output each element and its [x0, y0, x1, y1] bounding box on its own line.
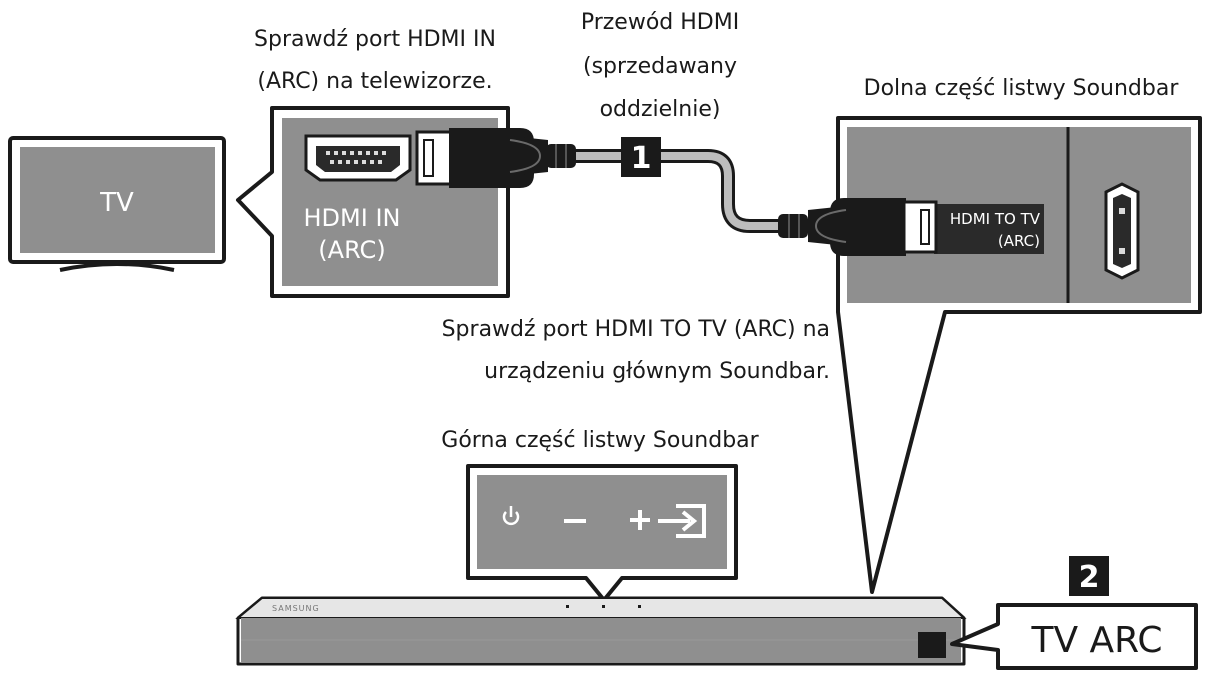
- source-input-icon: [658, 504, 706, 538]
- check-tv-port-label-line2: (ARC) na telewizorze.: [257, 69, 493, 94]
- hdmi-cable: [575, 149, 790, 233]
- hdmi-plug-left-icon: [415, 128, 576, 188]
- tv-port-label-line2: (ARC): [318, 236, 385, 264]
- soundbar: SAMSUNG: [235, 596, 967, 666]
- soundbar-brand-logo: SAMSUNG: [272, 604, 320, 613]
- soundbar-top-callout: [466, 464, 738, 602]
- display-text: TV ARC: [1030, 620, 1162, 661]
- minus-icon: [564, 519, 586, 523]
- check-soundbar-port-label-line1: Sprawdź port HDMI TO TV (ARC) na: [441, 317, 830, 342]
- soundbar-port-label-line2: (ARC): [998, 232, 1040, 250]
- power-icon: [502, 506, 520, 526]
- tv-arc-callout: TV ARC: [950, 603, 1198, 670]
- soundbar-top-label: Górna część listwy Soundbar: [441, 428, 759, 453]
- soundbar-bottom-label: Dolna część listwy Soundbar: [863, 76, 1179, 101]
- cable-label-line1: Przewód HDMI: [580, 10, 740, 35]
- tv-label: TV: [99, 188, 134, 218]
- soundbar-port-label-line1: HDMI TO TV: [950, 210, 1041, 228]
- check-tv-port-label-line1: Sprawdź port HDMI IN: [254, 27, 496, 52]
- tv-port-label-line1: HDMI IN: [304, 204, 401, 232]
- hdmi-plug-right-icon: [778, 198, 938, 256]
- cable-label-line2: (sprzedawany: [582, 54, 738, 79]
- check-soundbar-port-label-line2: urządzeniu głównym Soundbar.: [484, 359, 830, 384]
- soundbar-display: [918, 632, 946, 658]
- soundbar-bottom-callout: HDMI TO TV (ARC): [836, 116, 1202, 594]
- step-2-number: 2: [1079, 560, 1100, 595]
- step-2-badge: 2: [1069, 556, 1109, 596]
- cable-label-line3: oddzielnie): [599, 97, 721, 122]
- step-1-badge: 1: [621, 137, 661, 177]
- plus-icon: [630, 510, 650, 530]
- step-1-number: 1: [631, 141, 652, 176]
- tv: TV: [8, 136, 226, 272]
